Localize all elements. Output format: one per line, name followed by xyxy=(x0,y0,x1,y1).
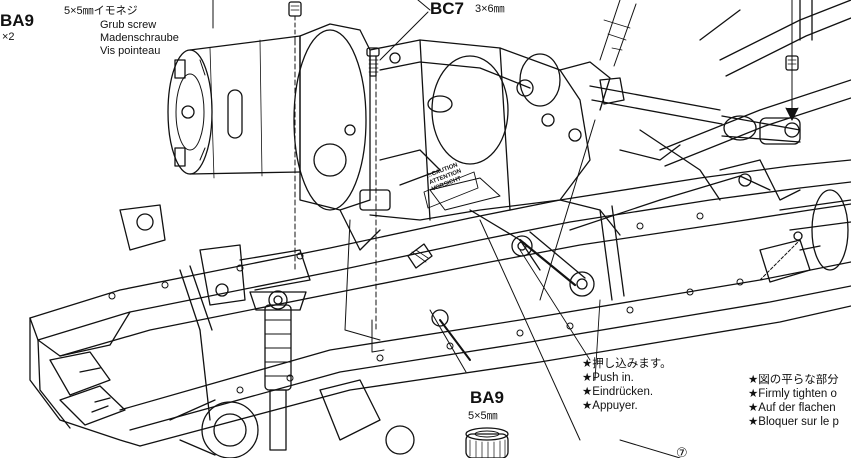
tighten-note-en: ★Firmly tighten o xyxy=(748,388,837,400)
ladder-frame xyxy=(29,0,851,447)
push-in-note-de: ★Eindrücken. xyxy=(582,386,654,398)
bc7-code: BC7 xyxy=(430,0,465,18)
rear-shock xyxy=(599,0,813,67)
ba9-top-qty: ×2 xyxy=(2,31,15,43)
ba9-bottom-code: BA9 xyxy=(470,388,505,407)
leader-lines xyxy=(212,0,801,458)
front-bumper xyxy=(29,204,166,447)
gearbox xyxy=(293,23,621,271)
ba9-top-code: BA9 xyxy=(0,11,35,30)
bc7-screw xyxy=(366,47,380,77)
front-axle xyxy=(169,244,415,458)
push-in-note-en: ★Push in. xyxy=(582,372,634,384)
rear-axle xyxy=(719,159,851,283)
push-in-note-jp: ★押し込みます。 xyxy=(582,358,672,370)
ba9-part-illustration xyxy=(465,427,509,458)
grub-screw-top xyxy=(288,1,302,41)
grub-screw-label-fr: Vis pointeau xyxy=(100,45,161,57)
motor xyxy=(167,35,301,179)
tighten-note: ★図の平らな部分 ★Firmly tighten o ★Auf der flac… xyxy=(748,374,851,458)
tighten-note-jp: ★図の平らな部分 xyxy=(748,374,839,386)
push-in-note-fr: ★Appuyer. xyxy=(582,400,638,412)
suspension-links xyxy=(431,129,771,361)
front-shock xyxy=(249,290,307,451)
caution-label xyxy=(423,171,479,209)
bc7-size: 3×6㎜ xyxy=(475,3,505,15)
step-number: ⑦ xyxy=(676,445,688,460)
tighten-note-de: ★Auf der flachen xyxy=(748,402,836,414)
grub-screw-mid xyxy=(407,243,433,269)
grub-screw-label-en: Grub screw xyxy=(100,19,157,31)
grub-screw-size-jp: 5×5㎜イモネジ xyxy=(64,5,138,17)
rear-driveshaft xyxy=(589,77,801,145)
ba9-bottom-size: 5×5㎜ xyxy=(468,410,498,422)
tighten-note-fr: ★Bloquer sur le p xyxy=(748,416,839,428)
grub-screw-label-de: Madenschraube xyxy=(100,32,179,44)
